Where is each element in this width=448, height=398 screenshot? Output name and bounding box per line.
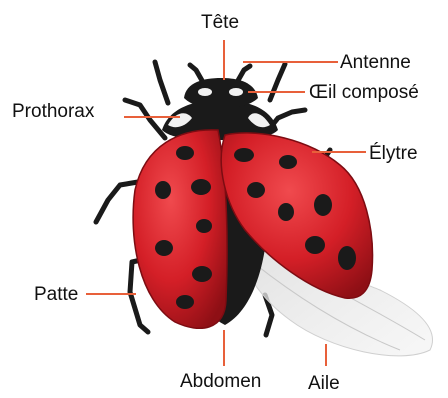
label-elytron: Élytre xyxy=(369,144,418,163)
label-compound-eye: Œil composé xyxy=(309,83,419,102)
compound-eye-right xyxy=(229,88,243,96)
antenna-left-outer xyxy=(155,62,168,103)
label-prothorax: Prothorax xyxy=(12,102,94,121)
label-head: Tête xyxy=(201,13,239,32)
label-wing: Aile xyxy=(308,374,340,393)
head-shape xyxy=(184,78,258,108)
label-leg: Patte xyxy=(34,285,78,304)
antenna-right-outer xyxy=(270,64,285,100)
compound-eye-left xyxy=(198,88,212,96)
label-abdomen: Abdomen xyxy=(180,372,261,391)
label-antenna: Antenne xyxy=(340,53,411,72)
front-left-leg xyxy=(125,100,165,138)
